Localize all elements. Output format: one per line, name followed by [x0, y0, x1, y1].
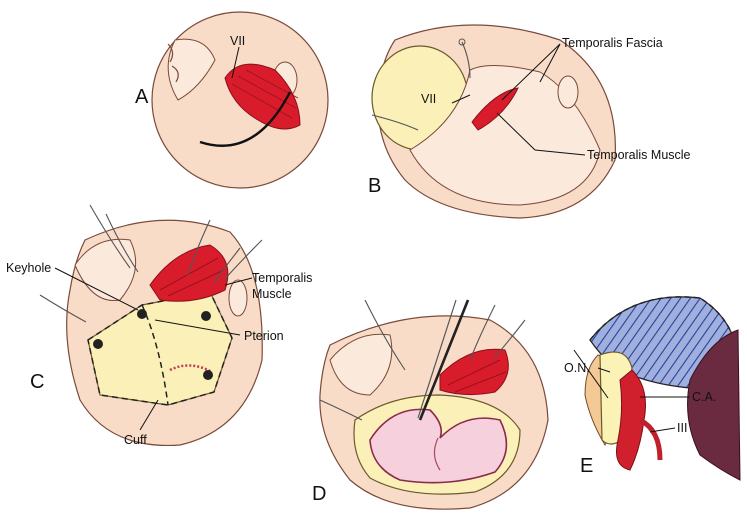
panel-c-letter: C: [30, 371, 44, 393]
pterion-label: Pterion: [244, 329, 284, 343]
panel-a-letter: A: [135, 86, 149, 108]
panel-a: VII A: [135, 11, 329, 189]
burr-hole: [137, 309, 147, 319]
temporalis-muscle-exposure: [471, 87, 519, 131]
burr-hole: [203, 370, 213, 380]
muscle-label-c: Muscle: [252, 287, 292, 301]
keyhole-label: Keyhole: [6, 261, 51, 275]
panel-e-letter: E: [580, 455, 593, 477]
burr-hole: [201, 311, 211, 321]
panel-c: Keyhole Temporalis Muscle Pterion Cuff C: [6, 204, 312, 447]
panel-b-letter: B: [368, 175, 381, 197]
carotid-artery: [616, 369, 646, 471]
oculomotor-nerve-label: III: [677, 421, 687, 435]
panel-b: VII Temporalis Fascia Temporalis Muscle …: [368, 24, 691, 219]
temporalis-muscle-label-b: Temporalis Muscle: [587, 148, 691, 162]
burr-hole: [93, 339, 103, 349]
panel-a-vii-label: VII: [230, 34, 245, 48]
panel-d: D: [312, 299, 549, 510]
panel-e: O.N. C.A. III E: [564, 296, 741, 481]
scalp-muscle: [224, 63, 301, 130]
exposed-brain: [369, 408, 508, 484]
panel-d-letter: D: [312, 483, 326, 505]
cuff-label: Cuff: [124, 433, 147, 447]
temporalis-fascia-label: Temporalis Fascia: [562, 36, 663, 50]
incision-line: [199, 91, 292, 147]
optic-nerve-label: O.N.: [564, 361, 590, 375]
panel-b-vii-label: VII: [421, 92, 436, 106]
carotid-artery-label: C.A.: [692, 390, 716, 404]
temporalis-label-c: Temporalis: [252, 271, 312, 285]
